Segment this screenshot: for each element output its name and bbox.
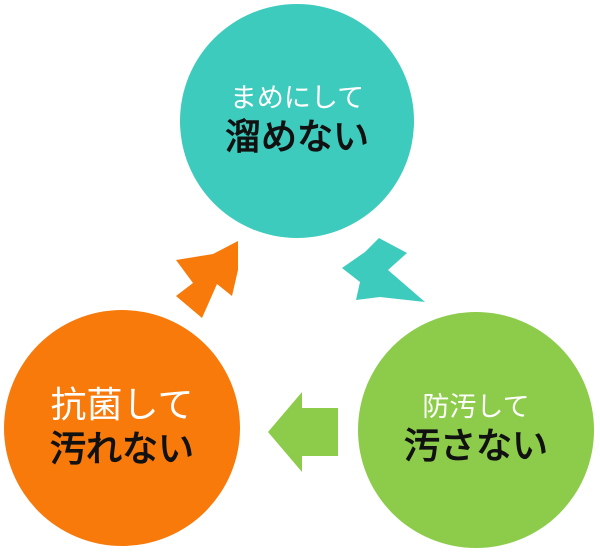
node-top: まめにして 溜めない bbox=[180, 4, 414, 238]
arrow-left-to-top bbox=[176, 241, 238, 318]
node-left: 抗菌して 汚れない bbox=[4, 310, 240, 546]
node-right-line2: 汚さない bbox=[403, 426, 548, 467]
node-right-line1: 防汚して bbox=[422, 392, 530, 423]
node-top-line1: まめにして bbox=[229, 83, 365, 114]
node-left-line2: 汚れない bbox=[49, 429, 194, 470]
node-left-line1: 抗菌して bbox=[50, 385, 194, 426]
arrow-right-to-left bbox=[268, 392, 338, 472]
node-top-line2: 溜めない bbox=[224, 117, 369, 158]
node-right: 防汚して 汚さない bbox=[358, 312, 594, 548]
arrow-top-to-right bbox=[342, 238, 425, 302]
